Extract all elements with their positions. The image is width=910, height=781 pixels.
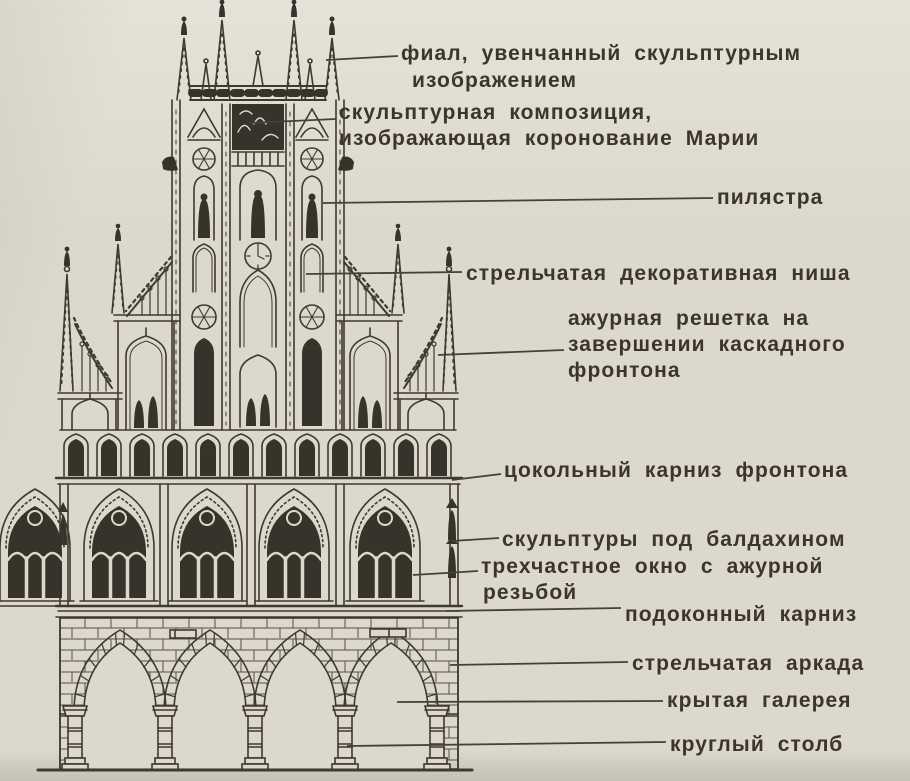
leader-sculpture	[248, 118, 337, 124]
leader-pilaster	[322, 197, 714, 204]
leader-sill-cornice	[445, 607, 622, 612]
label-lancet-arcade: стрельчатая аркада	[632, 652, 865, 675]
label-sill-cornice: подоконный карниз	[625, 603, 858, 626]
round-pillars	[61, 705, 451, 771]
window-1	[78, 487, 160, 608]
leader-gable-cornice	[451, 473, 502, 481]
label-openwork-grille: ажурная решетка на завершении каскадного…	[568, 307, 846, 382]
leader-arcade	[449, 661, 629, 666]
label-pilaster: пилястра	[717, 186, 824, 209]
leader-gallery	[396, 700, 664, 703]
window-storey	[0, 483, 459, 608]
window-2	[166, 487, 248, 608]
leader-finial	[325, 55, 399, 61]
leader-pillar	[346, 741, 667, 747]
leader-lines	[248, 55, 714, 747]
lancet-arches	[73, 629, 439, 713]
gallery-openings	[84, 643, 428, 768]
central-tower	[177, 50, 339, 431]
label-gable-base-cornice: цокольный карниз фронтона	[504, 459, 849, 482]
leader-sculptures	[451, 537, 500, 542]
label-round-pillar: круглый столб	[670, 733, 844, 756]
label-sculpture-composition: скульптурная композиция, изображающая ко…	[339, 101, 760, 150]
leader-window	[412, 570, 479, 576]
voussoir-joints	[74, 632, 438, 698]
label-lancet-niche: стрельчатая декоративная ниша	[466, 262, 851, 285]
leader-grille	[437, 349, 565, 356]
window-3	[253, 487, 335, 608]
leader-lancet-niche	[305, 271, 463, 275]
label-canopy-sculptures: скульптуры под балдахином	[502, 528, 846, 551]
label-covered-gallery: крытая галерея	[667, 689, 852, 712]
gable-base-cornice	[54, 476, 464, 485]
sill-cornice	[54, 604, 464, 618]
gable-left	[57, 0, 231, 431]
label-tripartite-window: трехчастное окно с ажурной резьбой	[481, 555, 824, 604]
niche-band	[63, 433, 452, 477]
arcade-storey	[36, 617, 474, 772]
label-finial: фиал, увенчанный скульптурным изображени…	[401, 42, 802, 92]
window-4	[344, 487, 426, 608]
